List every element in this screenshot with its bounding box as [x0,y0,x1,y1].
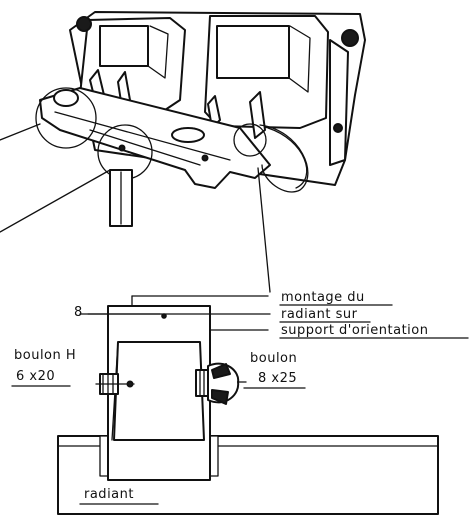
lamp-body [113,341,205,441]
mounting-label-line2: radiant sur [281,307,358,322]
bolt-labels: 8 boulon H 6 x20 boulon 8 x25 radiant [11,305,306,505]
left-bolt-name: boulon H [14,348,76,363]
left-bolt-icon [95,373,135,395]
left-bolt-size: 6 x20 [16,369,55,384]
right-bolt-icon [195,362,247,405]
mounting-label: montage du radiant sur support d'orienta… [279,290,469,339]
ref-8-label: 8 [74,305,83,320]
mounting-label-line1: montage du [281,290,365,305]
bracket-front-view [57,295,439,515]
right-bolt-name: boulon [250,351,297,366]
zoom-circle-left [35,87,97,149]
mounting-label-line3: support d'orientation [281,323,428,338]
radiant-label: radiant [84,487,134,502]
assembly-illustration [0,11,366,293]
knob-icon [341,29,359,47]
right-bolt-size: 8 x25 [258,371,297,386]
left-screen [99,25,149,67]
right-screen [216,25,290,79]
zoom-circle-right [233,123,267,157]
knob-icon [76,16,92,32]
